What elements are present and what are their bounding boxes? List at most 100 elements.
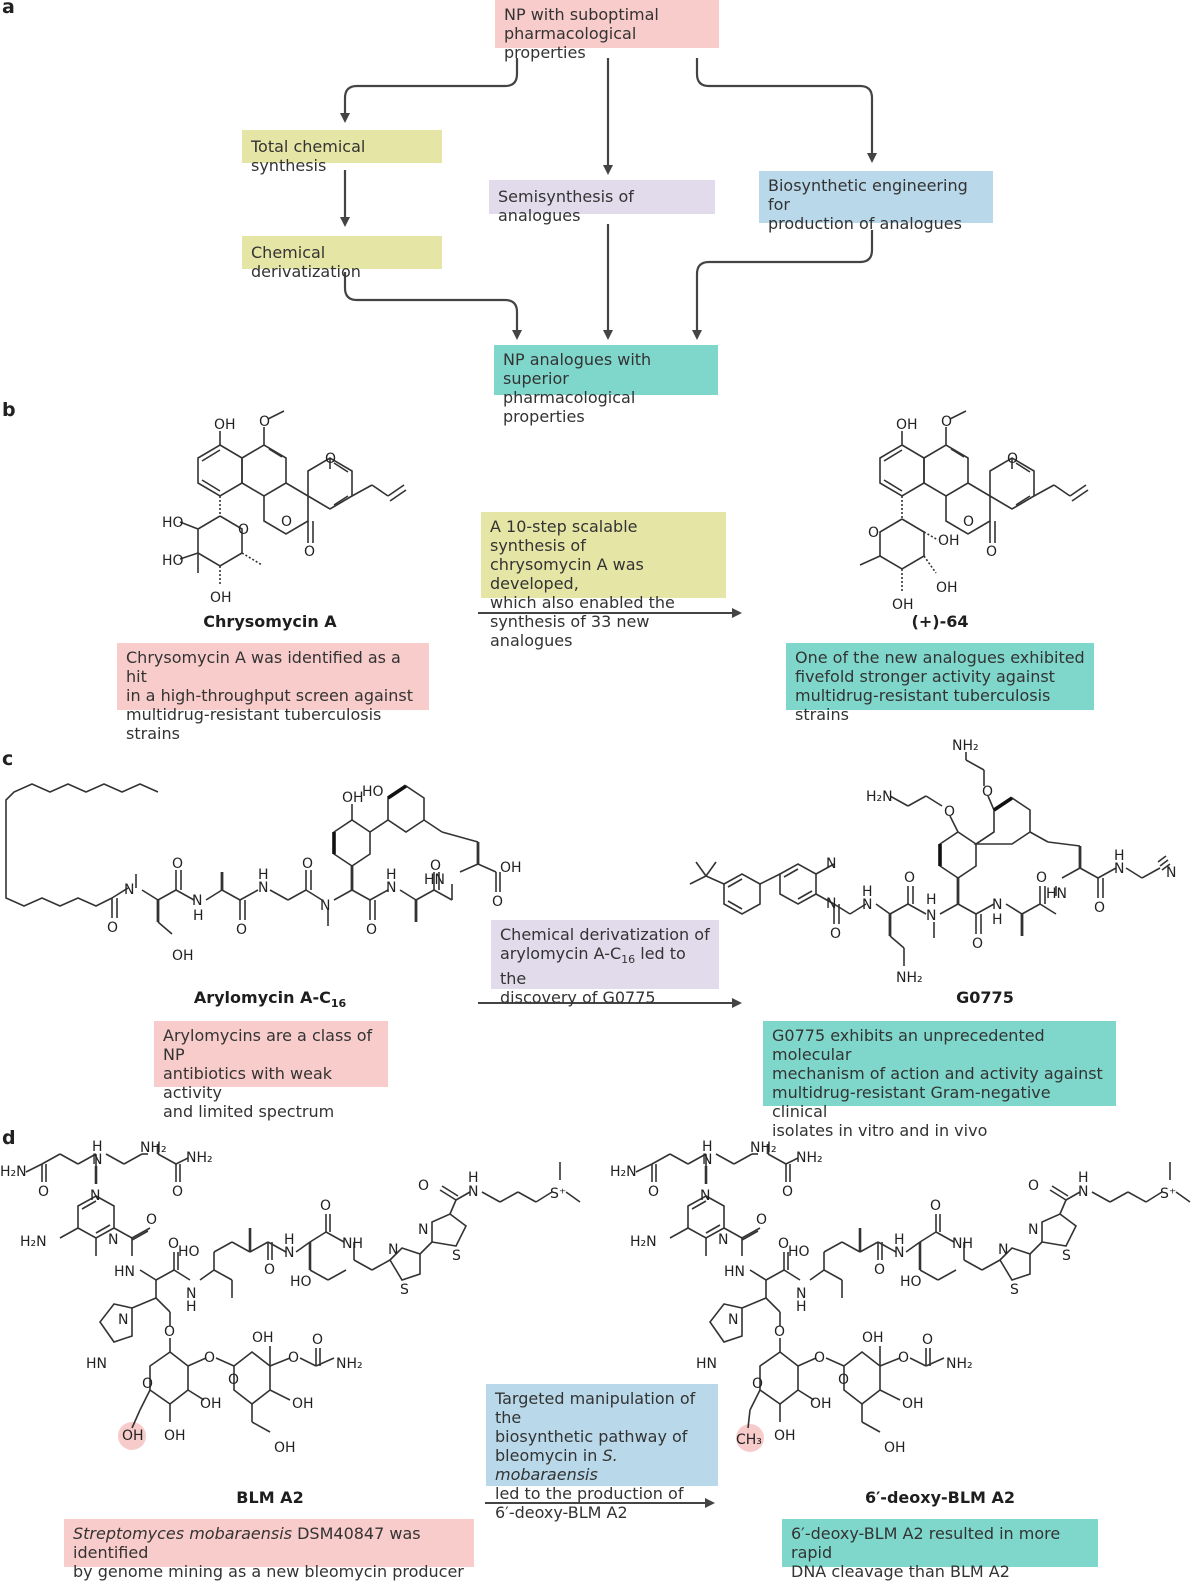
panel-c-right-note: G0775 exhibits an unprecedented molecula… bbox=[763, 1021, 1116, 1140]
panel-b-right-line1: One of the new analogues exhibited bbox=[795, 648, 1085, 667]
dblm-o-ring2: O bbox=[838, 1372, 849, 1388]
chemical-derivatization-box: Chemical derivatization bbox=[242, 236, 442, 281]
panel-d-note-line2: biosynthetic pathway of bbox=[495, 1427, 688, 1446]
chrysomycin-o-sugar: O bbox=[238, 522, 249, 538]
panel-d-note-line5: 6′-deoxy-BLM A2 bbox=[495, 1503, 628, 1522]
panel-d-note-line3-main: bleomycin in bbox=[495, 1446, 603, 1465]
chrysomycin-a-structure: OH O O O O O HO HO OH bbox=[162, 410, 407, 606]
c64-oh-top: OH bbox=[896, 417, 918, 433]
panel-d-reaction-arrow bbox=[485, 1498, 715, 1508]
chrysomycin-o-carbonyl: O bbox=[304, 544, 315, 560]
dblm-n-thz1: N bbox=[998, 1242, 1008, 1258]
dblm-nh2-carb: NH₂ bbox=[946, 1356, 973, 1372]
dblm-oh-2: OH bbox=[810, 1396, 832, 1412]
np-suboptimal-line1: NP with suboptimal bbox=[504, 5, 659, 24]
g0775-o-1: O bbox=[830, 926, 841, 942]
dblm-n-5: N bbox=[1078, 1184, 1088, 1200]
c64-o-ome2: O bbox=[1007, 451, 1018, 467]
panel-c-left-line2: antibiotics with weak activity bbox=[163, 1064, 333, 1102]
chrysomycin-o-lactone: O bbox=[281, 514, 292, 530]
panel-b-left-line2: in a high-throughput screen against bbox=[126, 686, 413, 705]
np-superior-line1: NP analogues with superior bbox=[503, 350, 652, 388]
dblm-s-thz2: S bbox=[1062, 1248, 1071, 1264]
blm-o-link: O bbox=[204, 1350, 215, 1366]
panel-d-note-line4: led to the production of bbox=[495, 1484, 684, 1503]
dblm-o-link: O bbox=[814, 1350, 825, 1366]
aryl-n-3: N bbox=[258, 880, 268, 896]
blm-o-carb: O bbox=[288, 1350, 299, 1366]
dblm-n-4: N bbox=[894, 1245, 904, 1261]
aryl-o-2: O bbox=[236, 922, 247, 938]
blm-n-thz2: N bbox=[418, 1222, 428, 1238]
semisynthesis-label: Semisynthesis of analogues bbox=[498, 187, 634, 225]
panel-d-right-line2: DNA cleavage than BLM A2 bbox=[791, 1562, 1010, 1581]
dblm-h2n-left: H₂N bbox=[610, 1164, 637, 1180]
blm-o-6: O bbox=[164, 1324, 175, 1340]
dblm-o-6: O bbox=[774, 1324, 785, 1340]
np-superior-box: NP analogues with superior pharmacologic… bbox=[494, 345, 718, 426]
blm-n-4: N bbox=[284, 1245, 294, 1261]
chrysomycin-oh-bottom: OH bbox=[210, 590, 232, 606]
aryl-oh-acid: OH bbox=[500, 860, 522, 876]
panel-d-manipulation-note: Targeted manipulation of the biosyntheti… bbox=[486, 1384, 718, 1522]
dblm-oh-4: OH bbox=[774, 1428, 796, 1444]
np-superior-line2: pharmacological properties bbox=[503, 388, 636, 426]
dblm-o-pyr: O bbox=[756, 1212, 767, 1228]
aryl-o-5: O bbox=[430, 858, 441, 874]
dblm-o-3: O bbox=[874, 1262, 885, 1278]
panel-c-note-line1: Chemical derivatization of bbox=[500, 925, 710, 944]
blm-oh-5: OH bbox=[274, 1440, 296, 1456]
aryl-o-amide: O bbox=[107, 920, 118, 936]
panel-b-left-line1: Chrysomycin A was identified as a hit bbox=[126, 648, 401, 686]
chrysomycin-o-ome1: O bbox=[259, 414, 270, 430]
aryl-oh-1: OH bbox=[342, 790, 364, 806]
g0775-structure: N N O N H O N H O N H O HN O N H N O O H… bbox=[689, 738, 1176, 986]
dblm-o-left: O bbox=[648, 1184, 659, 1200]
blm-o-2: O bbox=[168, 1236, 179, 1252]
blm-nh2-carb: NH₂ bbox=[336, 1356, 363, 1372]
blm-s-thz2: S bbox=[452, 1248, 461, 1264]
chrysomycin-ho-2: HO bbox=[162, 553, 184, 569]
blm-ho-2: HO bbox=[290, 1274, 312, 1290]
panel-d-left-rest: DSM40847 was identified bbox=[73, 1524, 421, 1562]
panel-c-note-line2-sub: 16 bbox=[621, 953, 636, 967]
dblm-nh: NH bbox=[952, 1236, 973, 1252]
aryl-ho-2: HO bbox=[362, 784, 384, 800]
blm-a2-structure: NH₂ H₂N O N H NH₂ O N N H₂N O HN O HO N … bbox=[0, 1139, 581, 1456]
aryl-h-3: H bbox=[258, 867, 269, 883]
chrysomycin-a-name: Chrysomycin A bbox=[203, 612, 337, 631]
blm-sulfonium: S⁺ bbox=[550, 1186, 566, 1202]
blm-nh2-right: NH₂ bbox=[186, 1150, 213, 1166]
np-suboptimal-box: NP with suboptimal pharmacological prope… bbox=[495, 0, 719, 62]
panel-b-synthesis-note: A 10-step scalable synthesis of chrysomy… bbox=[481, 512, 726, 650]
panel-b-reaction-arrow bbox=[478, 608, 742, 618]
g0775-o-5: O bbox=[1094, 900, 1105, 916]
total-synthesis-label: Total chemical synthesis bbox=[251, 137, 366, 175]
blm-n-pyr2: N bbox=[108, 1232, 118, 1248]
dblm-ho-1: HO bbox=[788, 1244, 810, 1260]
panel-c-note-line2-main: arylomycin A-C bbox=[500, 944, 622, 963]
flowchart-arrows bbox=[340, 58, 877, 340]
dblm-ch3-highlight: CH₃ bbox=[736, 1432, 762, 1448]
dblm-oh-1: OH bbox=[862, 1330, 884, 1346]
dblm-o-ring1: O bbox=[752, 1376, 763, 1392]
aryl-oh-serine: OH bbox=[172, 948, 194, 964]
arylomycin-name: Arylomycin A-C16 bbox=[180, 988, 360, 1010]
blm-nh2-top: NH₂ bbox=[140, 1140, 167, 1156]
dblm-s-thz1: S bbox=[1010, 1282, 1019, 1298]
aryl-n-2: N bbox=[192, 893, 202, 909]
panel-label-a: a bbox=[2, 0, 15, 18]
g0775-h-amide3: H bbox=[992, 912, 1003, 928]
g0775-o-4: O bbox=[1036, 870, 1047, 886]
blm-h2n-left: H₂N bbox=[0, 1164, 27, 1180]
chrysomycin-ho-1: HO bbox=[162, 515, 184, 531]
chrysomycin-o-ome2: O bbox=[325, 451, 336, 467]
panel-c-note-line3: discovery of G0775 bbox=[500, 988, 656, 1008]
dblm-oh-3: OH bbox=[902, 1396, 924, 1412]
biosynthetic-line2: production of analogues bbox=[768, 214, 962, 233]
blm-oh-4: OH bbox=[164, 1428, 186, 1444]
dblm-n-pyr1: N bbox=[700, 1188, 710, 1204]
panel-c-note-line2: arylomycin A-C16 led to the bbox=[500, 944, 710, 988]
c64-oh-2: OH bbox=[936, 580, 958, 596]
blm-oh-1: OH bbox=[252, 1330, 274, 1346]
